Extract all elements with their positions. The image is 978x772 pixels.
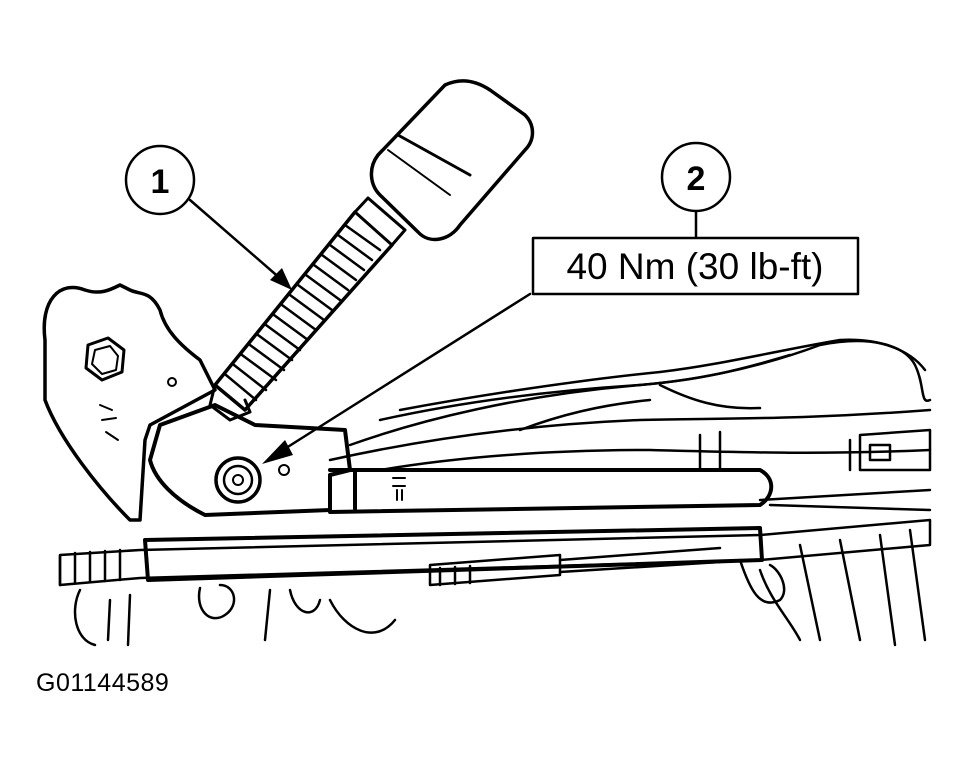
- buckle-bracket: [148, 403, 774, 517]
- callout-1-number: 1: [151, 163, 170, 201]
- lower-seat-structure: [58, 488, 932, 647]
- callout-2: 2: [660, 141, 732, 213]
- anchor-plate: [42, 283, 217, 522]
- leader-lines: [188, 198, 698, 464]
- torque-spec-text: 40 Nm (30 lb-ft): [566, 246, 823, 287]
- torque-label: 40 Nm (30 lb-ft): [531, 236, 860, 296]
- figure-id: G01144589: [36, 669, 170, 697]
- seat-frame: [328, 338, 932, 472]
- seat-belt-buckle: [208, 79, 535, 422]
- callout-1: 1: [124, 144, 196, 216]
- callout-2-number: 2: [687, 160, 706, 198]
